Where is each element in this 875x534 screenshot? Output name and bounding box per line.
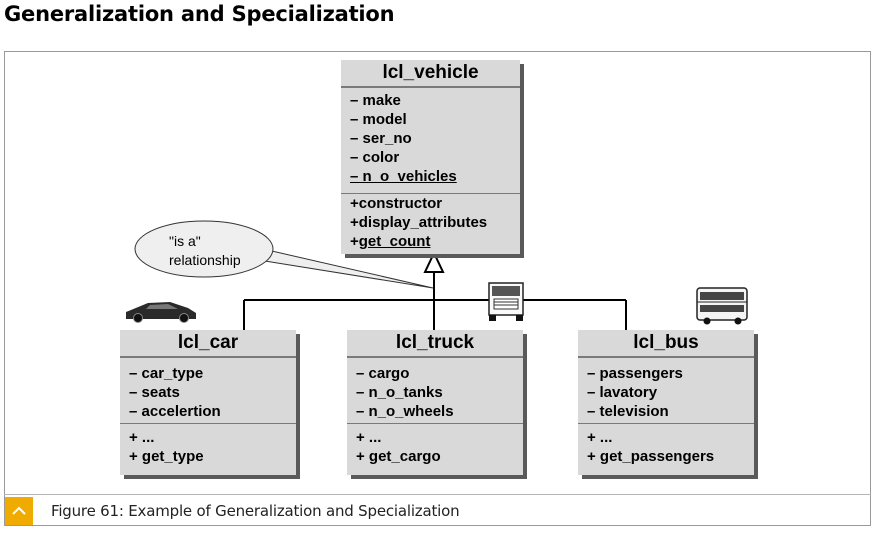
class-name: lcl_vehicle [341,60,520,88]
speech-bubble [134,220,274,278]
method: +display_attributes [350,214,488,231]
method: +constructor [350,195,443,212]
bubble-text-line2: relationship [169,252,241,268]
attribute: – n_o_wheels [356,403,454,420]
class-box-lcl-car: lcl_car – car_type – seats – accelertion… [120,330,296,475]
attribute: – color [350,149,400,166]
methods-section: + ... + get_cargo [347,423,523,475]
figure-caption: Figure 61: Example of Generalization and… [51,502,460,520]
page-title: Generalization and Specialization [4,2,395,26]
class-box-lcl-truck: lcl_truck – cargo – n_o_tanks – n_o_whee… [347,330,523,475]
methods-section: + ... + get_passengers [578,423,754,475]
attribute: – ser_no [350,130,412,147]
figure-caption-bar: Figure 61: Example of Generalization and… [4,494,871,526]
attribute: – accelertion [129,403,221,420]
attributes-section: – make – model – ser_no – color – n_o_ve… [341,88,520,193]
diagram-frame [4,51,871,526]
methods-section: + ... + get_type [120,423,296,475]
attribute: – make [350,92,401,109]
inheritance-lines [243,273,627,330]
generalization-arrowhead [423,250,445,273]
attribute: – car_type [129,365,204,382]
attribute: – cargo [356,365,410,382]
chevron-up-icon[interactable] [5,497,33,525]
class-box-lcl-vehicle: lcl_vehicle – make – model – ser_no – co… [341,60,520,254]
attribute: – seats [129,384,180,401]
method: + get_type [129,448,204,465]
method: + ... [587,429,613,446]
attribute: – n_o_tanks [356,384,443,401]
static-attribute: – n_o_vehicles [350,168,457,185]
class-box-lcl-bus: lcl_bus – passengers – lavatory – televi… [578,330,754,475]
method: + ... [356,429,382,446]
bubble-text: "is a" relationship [169,232,241,270]
bubble-text-line1: "is a" [169,233,201,249]
sports-car-icon [126,302,196,323]
attribute: – passengers [587,365,683,382]
method: + get_cargo [356,448,441,465]
truck-icon [488,282,524,321]
class-name: lcl_truck [347,330,523,358]
methods-section: +constructor +display_attributes +get_co… [341,193,520,254]
method: + get_passengers [587,448,715,465]
class-name: lcl_car [120,330,296,358]
method: + ... [129,429,155,446]
attribute: – model [350,111,407,128]
attributes-section: – passengers – lavatory – television [578,358,754,423]
class-name: lcl_bus [578,330,754,358]
static-method: +get_count [350,233,431,250]
attributes-section: – cargo – n_o_tanks – n_o_wheels [347,358,523,423]
double-decker-bus-icon [696,287,748,325]
attributes-section: – car_type – seats – accelertion [120,358,296,423]
attribute: – lavatory [587,384,658,401]
attribute: – television [587,403,669,420]
